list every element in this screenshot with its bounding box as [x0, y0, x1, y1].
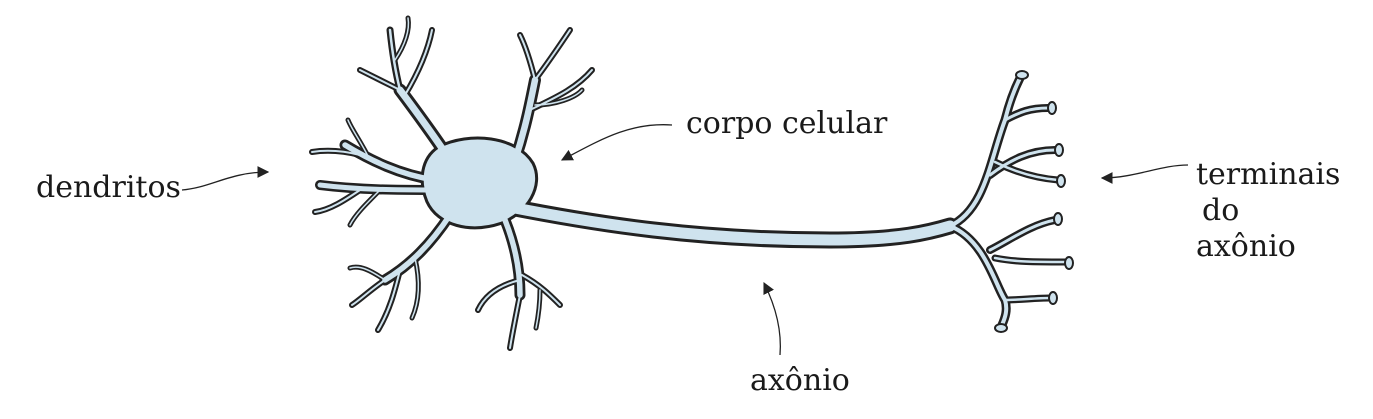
terminal-bulb: [1047, 101, 1057, 115]
axon-terminals-label-line2: do: [1202, 193, 1240, 228]
arrow-cell-body: [560, 124, 673, 161]
terminal-bulbs: [994, 70, 1074, 333]
terminal-bulb: [1048, 291, 1058, 305]
axon-terminals-label-line3: axônio: [1196, 229, 1296, 264]
terminal-bulb: [1064, 256, 1074, 270]
dendrite-outline: [475, 277, 523, 313]
arrow-axon: [763, 281, 781, 356]
pointer-arrows: [181, 124, 1189, 356]
neuron-fill: [311, 17, 1067, 349]
dendrites-label: dendritos: [36, 170, 181, 205]
neuron: [309, 15, 1074, 351]
arrow-dendrites: [181, 166, 270, 191]
terminal-bulb: [1054, 143, 1064, 157]
terminal-outline: [945, 221, 1011, 330]
axon-label: axônio: [750, 363, 850, 398]
arrow-axon-terminals: [1100, 164, 1189, 184]
cell-body-label: corpo celular: [686, 106, 888, 141]
terminal-bulb: [1056, 174, 1066, 188]
terminal-bulb: [1053, 212, 1063, 226]
terminal-bulb: [994, 323, 1008, 333]
axon-terminals-label-line1: terminais: [1196, 157, 1341, 192]
terminal-bulb: [1015, 70, 1029, 80]
dendrite-outline: [347, 264, 388, 283]
dendrite-outline: [402, 27, 435, 98]
axon-terminals-label: terminais do axônio: [1196, 157, 1340, 265]
